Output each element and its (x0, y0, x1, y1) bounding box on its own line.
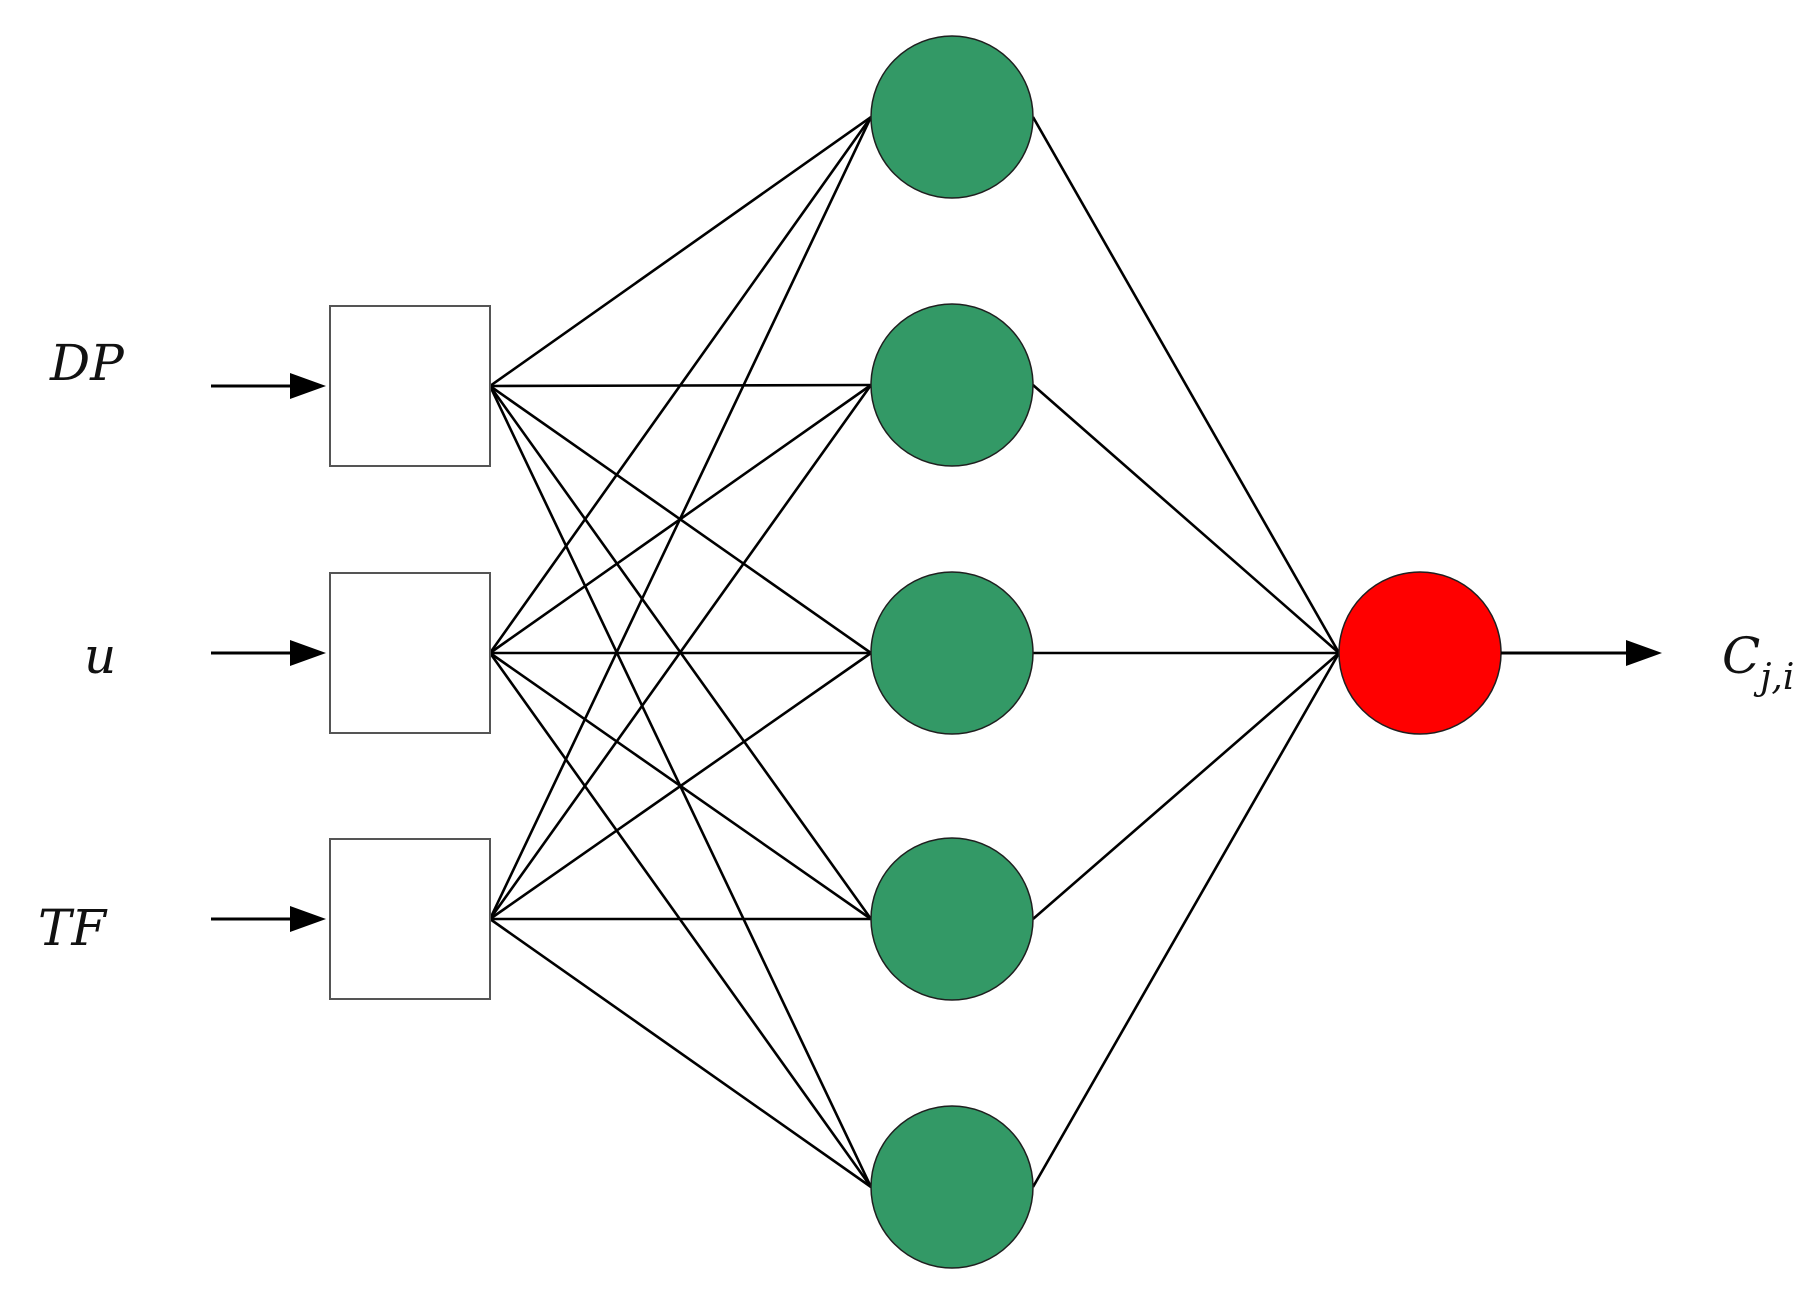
edge-input3-hidden2 (488, 384, 873, 920)
connections (488, 115, 1341, 1189)
input-label-u: u (84, 627, 116, 685)
labels: DP u TF Cj,i (38, 334, 1794, 957)
input-box-dp (329, 305, 491, 467)
edge-hidden2-output (1032, 384, 1340, 654)
output-label-main: C (1722, 627, 1760, 685)
hidden-node-2 (870, 303, 1034, 467)
edge-hidden1-output (1031, 116, 1341, 654)
hidden-node-5 (870, 1105, 1034, 1269)
input-label-dp: DP (49, 334, 125, 392)
hidden-node-3 (870, 571, 1034, 735)
input-box-u (329, 572, 491, 734)
edge-input3-hidden1 (488, 116, 873, 920)
output-node (1338, 571, 1502, 735)
input-arrowhead-dp (290, 373, 326, 399)
hidden-layer (870, 35, 1034, 1269)
edge-input3-hidden5 (489, 917, 872, 1189)
input-arrowhead-u (290, 640, 326, 666)
input-layer (329, 305, 491, 1000)
edge-input3-hidden3 (489, 651, 872, 921)
hidden-node-4 (870, 837, 1034, 1001)
input-box-tf (329, 838, 491, 1000)
edge-input2-hidden1 (488, 116, 873, 654)
edge-input1-hidden1 (489, 115, 872, 388)
output-label: Cj,i (1722, 627, 1794, 698)
output-arrowhead (1626, 640, 1662, 666)
input-label-tf: TF (38, 899, 108, 957)
edge-hidden5-output (1031, 652, 1341, 1188)
edge-hidden4-output (1032, 652, 1340, 920)
input-arrows (211, 373, 326, 932)
hidden-node-1 (870, 35, 1034, 199)
input-arrowhead-tf (290, 906, 326, 932)
output-label-subscript: j,i (1753, 657, 1794, 698)
